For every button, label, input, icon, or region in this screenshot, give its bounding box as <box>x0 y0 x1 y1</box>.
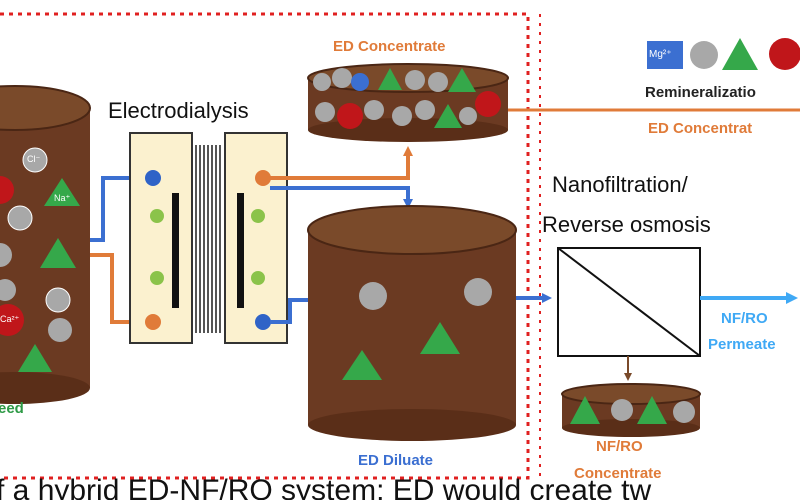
ed-concentrate-label: ED Concentrate <box>333 38 446 55</box>
feed-tank <box>0 85 91 404</box>
nfro-concentrate-label-1: NF/RO <box>596 438 643 455</box>
nfro-permeate-label-2: Permeate <box>708 336 776 353</box>
ed-system-boundary <box>0 12 530 480</box>
nfro-module <box>557 247 701 357</box>
caption-text: f a hybrid ED-NF/RO system: ED would cre… <box>0 474 652 500</box>
ed-diluate-label: ED Diluate <box>358 452 434 469</box>
remineralization-icons <box>647 38 800 70</box>
ed-concentrate-tank <box>307 63 509 142</box>
ion-label-na: Na⁺ <box>54 193 71 203</box>
nfro-concentrate-label-2: Concentrate <box>574 465 662 482</box>
electrodialysis-stack <box>129 132 288 344</box>
ion-label-mg: Mg²⁺ <box>649 49 672 60</box>
remineralization-label: Remineralizatio <box>645 84 756 101</box>
nfro-concentrate-tank <box>561 383 701 437</box>
ion-label-cl: Cl⁻ <box>27 154 41 164</box>
nfro-permeate-label-1: NF/RO <box>721 310 768 327</box>
ed-diluate-tank <box>307 205 517 441</box>
ed-to-diluate-blue-pipe <box>270 186 413 209</box>
ion-label-ca: Ca²⁺ <box>0 314 20 324</box>
feed-ions <box>0 147 80 372</box>
feed-to-ed-orange-pipe <box>90 253 144 327</box>
ed-bottom-blue-pipe <box>270 298 308 324</box>
ed-concentrate-right-label: ED Concentrat <box>648 120 753 137</box>
ed-to-concentrate-pipe <box>270 146 413 180</box>
electrodialysis-label: Electrodialysis <box>108 98 249 123</box>
nanofiltration-label: Nanofiltration/ <box>552 172 688 197</box>
feed-label: eed <box>0 400 24 417</box>
feed-to-ed-blue-pipe <box>90 173 144 242</box>
reverse-osmosis-label: Reverse osmosis <box>542 212 711 237</box>
